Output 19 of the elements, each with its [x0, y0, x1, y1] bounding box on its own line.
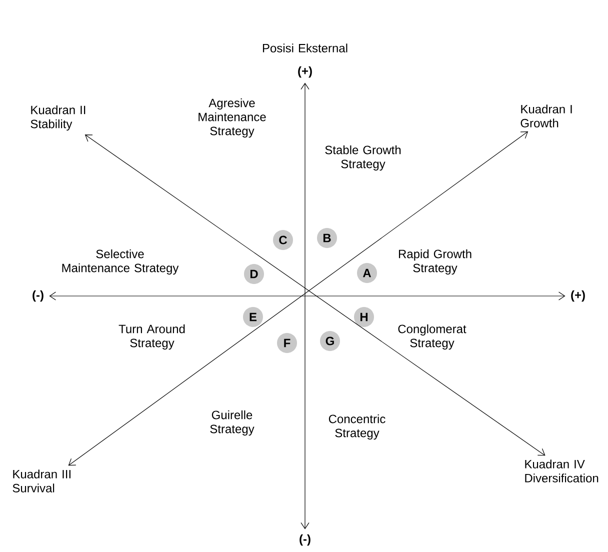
quadrant-label: Kuadran II Stability — [30, 105, 86, 131]
strategy-label: Agresive Maintenance Strategy — [198, 98, 266, 138]
quadrant-label: Kuadran IV Diversification — [525, 460, 598, 482]
strategy-label: Stable Growth Strategy — [325, 145, 401, 171]
axis-arrow — [49, 292, 566, 300]
strategy-label: Guirelle Strategy — [210, 410, 254, 436]
axis-sign: (-) — [32, 290, 44, 302]
axis-title: Posisi Eksternal — [262, 44, 348, 52]
axis-sign: (+) — [298, 66, 312, 78]
axis-arrow — [300, 82, 310, 530]
quadrant-label: Kuadran III Survival — [12, 470, 70, 492]
axis-sign: (-) — [300, 534, 310, 546]
strategy-label: Selective Maintenance Strategy — [62, 249, 179, 275]
axis-sign: (+) — [571, 290, 585, 302]
strategy-label: Turn Around Strategy — [118, 324, 185, 350]
strategy-label: Concentric Strategy — [328, 414, 386, 440]
quadrant-label: Kuadran I Growth — [520, 104, 572, 128]
strategy-label: Rapid Growth Strategy — [398, 249, 472, 275]
strategy-label: Conglomerat Strategy — [398, 324, 466, 350]
